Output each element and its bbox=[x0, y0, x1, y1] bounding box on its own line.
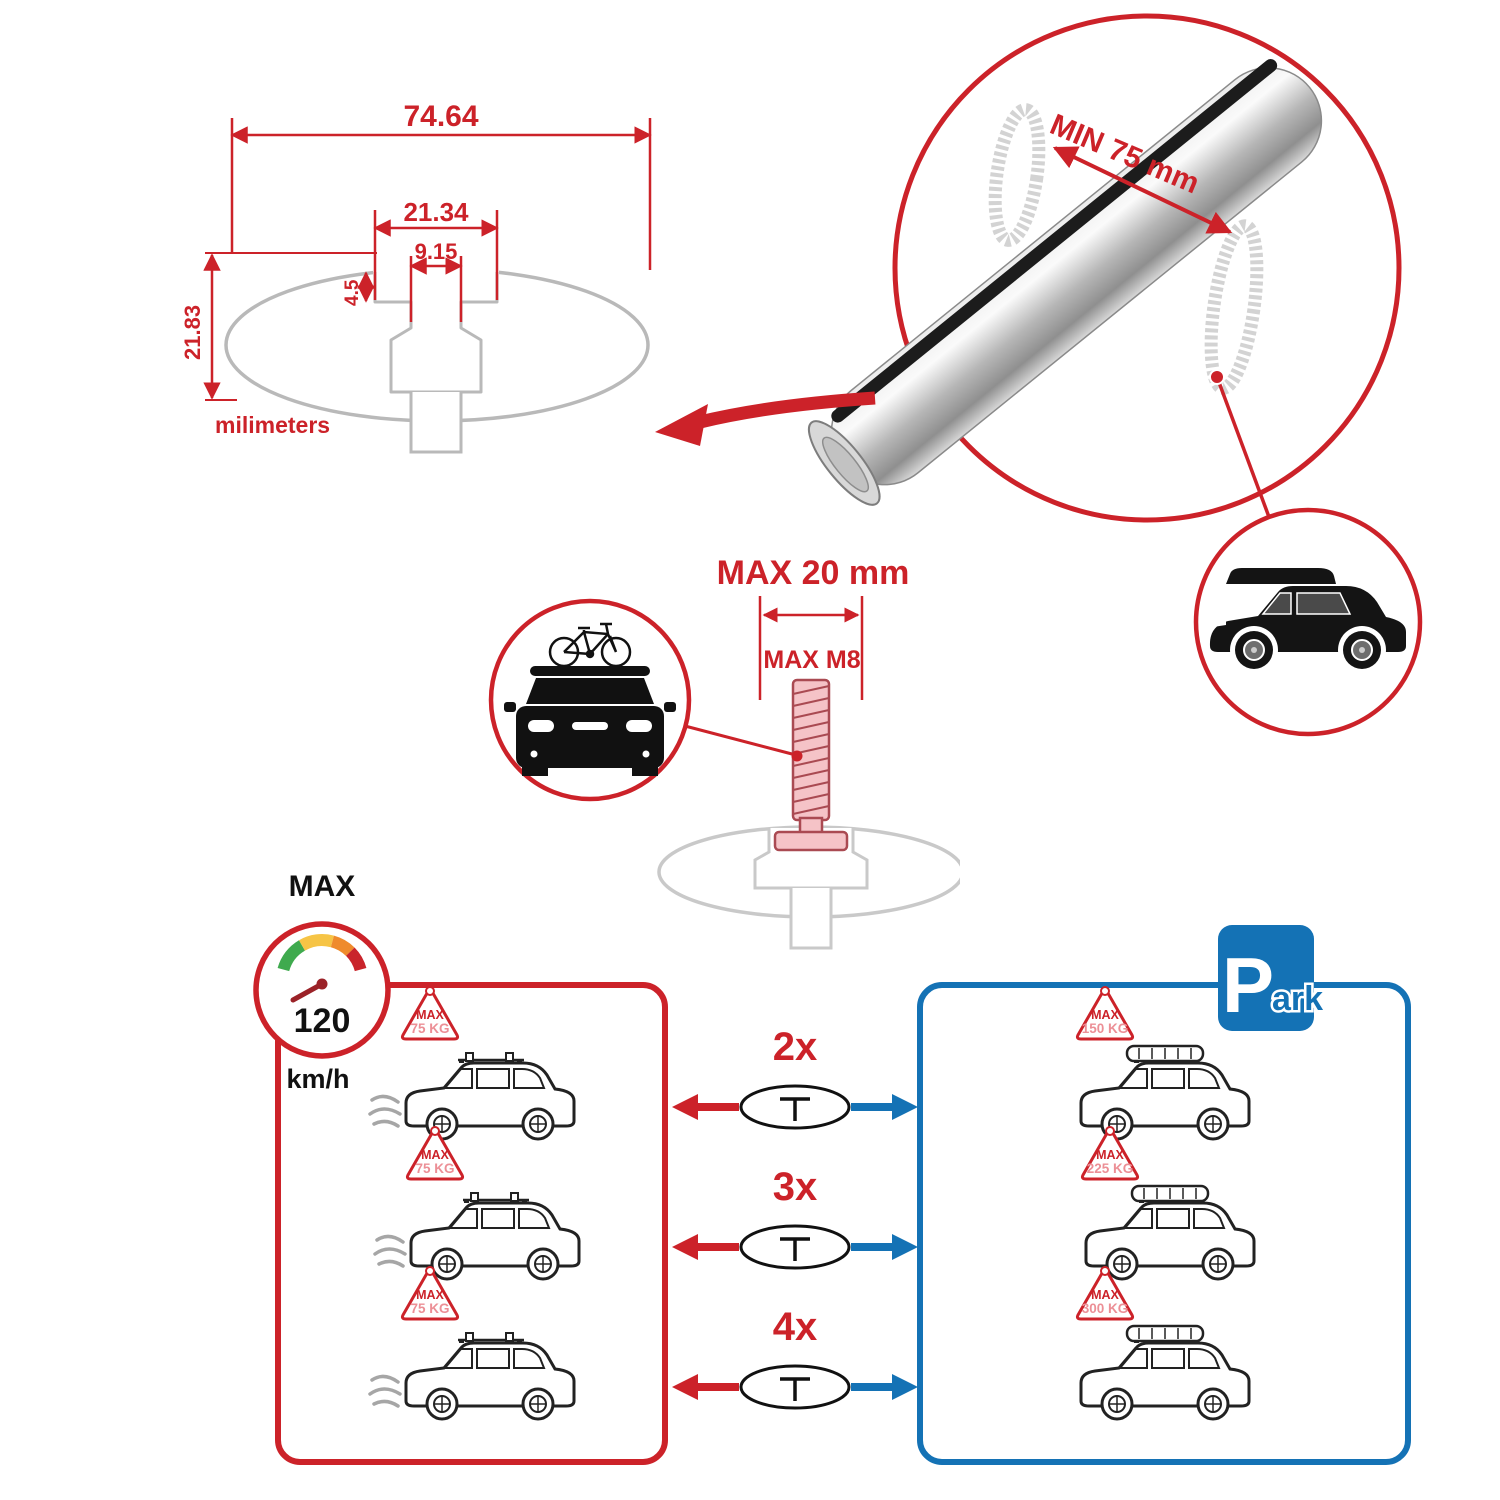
profile-dimension-drawing: 74.64 21.34 9.15 4.5 21.83 milimeters bbox=[180, 100, 652, 454]
roof-box-icon bbox=[1125, 1044, 1205, 1063]
connector-line bbox=[684, 724, 793, 756]
load-flag-value: 75 KG bbox=[415, 1161, 454, 1176]
left-arrow-icon bbox=[672, 1234, 739, 1260]
bolt-point-dot bbox=[791, 750, 803, 762]
profile-t-slot bbox=[373, 272, 499, 394]
dim-lip-depth-label: 4.5 bbox=[342, 279, 363, 306]
clamp-strap-icon bbox=[988, 103, 1046, 247]
right-arrow-icon bbox=[851, 1374, 918, 1400]
speed-units: km/h bbox=[286, 1064, 349, 1094]
connector-line bbox=[1215, 376, 1271, 518]
suv-roofbox-icon bbox=[1209, 568, 1406, 674]
load-flag-label: MAX bbox=[421, 1148, 449, 1162]
max-width-label: MAX 20 mm bbox=[717, 554, 910, 592]
bar-count-label: 4x bbox=[773, 1305, 818, 1349]
load-flag-value: 225 KG bbox=[1087, 1161, 1134, 1176]
load-flag-label: MAX bbox=[1091, 1008, 1119, 1022]
dim-total-width-label: 74.64 bbox=[403, 100, 478, 133]
right-arrow-icon bbox=[851, 1094, 918, 1120]
capacity-diagram: MAX 120 km/h P ark MAX 75 KG MAX bbox=[253, 870, 1411, 1465]
crossbar-section-icon bbox=[739, 1224, 851, 1270]
roof-box-icon bbox=[1125, 1324, 1205, 1343]
bar-count-label: 2x bbox=[773, 1025, 818, 1069]
dimension-lines bbox=[203, 118, 652, 401]
crossbar-section-icon bbox=[739, 1084, 851, 1130]
speedometer-icon: 120 bbox=[253, 921, 391, 1059]
dim-height-label: 21.83 bbox=[180, 305, 205, 360]
car-front-icon bbox=[504, 622, 676, 776]
left-arrow-icon bbox=[672, 1374, 739, 1400]
load-flag-label: MAX bbox=[416, 1288, 444, 1302]
crossbar-section-icon bbox=[739, 1364, 851, 1410]
load-flag-label: MAX bbox=[1096, 1148, 1124, 1162]
speed-value: 120 bbox=[294, 1002, 351, 1040]
park-sign-rest: ark bbox=[1272, 980, 1323, 1018]
units-label: milimeters bbox=[215, 412, 330, 438]
load-flag-value: 75 KG bbox=[410, 1301, 449, 1316]
t-bolt-icon bbox=[773, 678, 849, 852]
clamp-point-dot bbox=[1209, 369, 1225, 385]
load-flag-value: 300 KG bbox=[1082, 1301, 1129, 1316]
bicycle-icon bbox=[548, 622, 632, 668]
speed-max-label: MAX bbox=[289, 870, 356, 903]
dim-slot-inner-label: 9.15 bbox=[415, 239, 458, 264]
pointer-arrow-to-profile bbox=[655, 391, 876, 446]
load-flag-value: 75 KG bbox=[410, 1021, 449, 1036]
bar-count-label: 3x bbox=[773, 1165, 818, 1209]
right-arrow-icon bbox=[851, 1234, 918, 1260]
max-thread-label: MAX M8 bbox=[763, 646, 860, 674]
park-sign: P ark bbox=[1218, 925, 1326, 1031]
dim-slot-outer-label: 21.34 bbox=[403, 197, 469, 227]
park-sign-letter: P bbox=[1222, 941, 1274, 1029]
roof-box-icon bbox=[1130, 1184, 1210, 1203]
left-arrow-icon bbox=[672, 1094, 739, 1120]
bar-detail-inset: MIN 75 mm bbox=[655, 13, 1423, 737]
load-flag-label: MAX bbox=[1091, 1288, 1119, 1302]
load-flag-label: MAX bbox=[416, 1008, 444, 1022]
bolt-diagram: MAX 20 mm MAX M8 bbox=[488, 554, 960, 950]
profile-ghost bbox=[657, 825, 960, 950]
min-span-arrow bbox=[1052, 146, 1233, 234]
bolt-dimension-lines bbox=[758, 596, 864, 700]
load-flag-value: 150 KG bbox=[1082, 1021, 1129, 1036]
profile-slot-stem bbox=[409, 392, 463, 454]
